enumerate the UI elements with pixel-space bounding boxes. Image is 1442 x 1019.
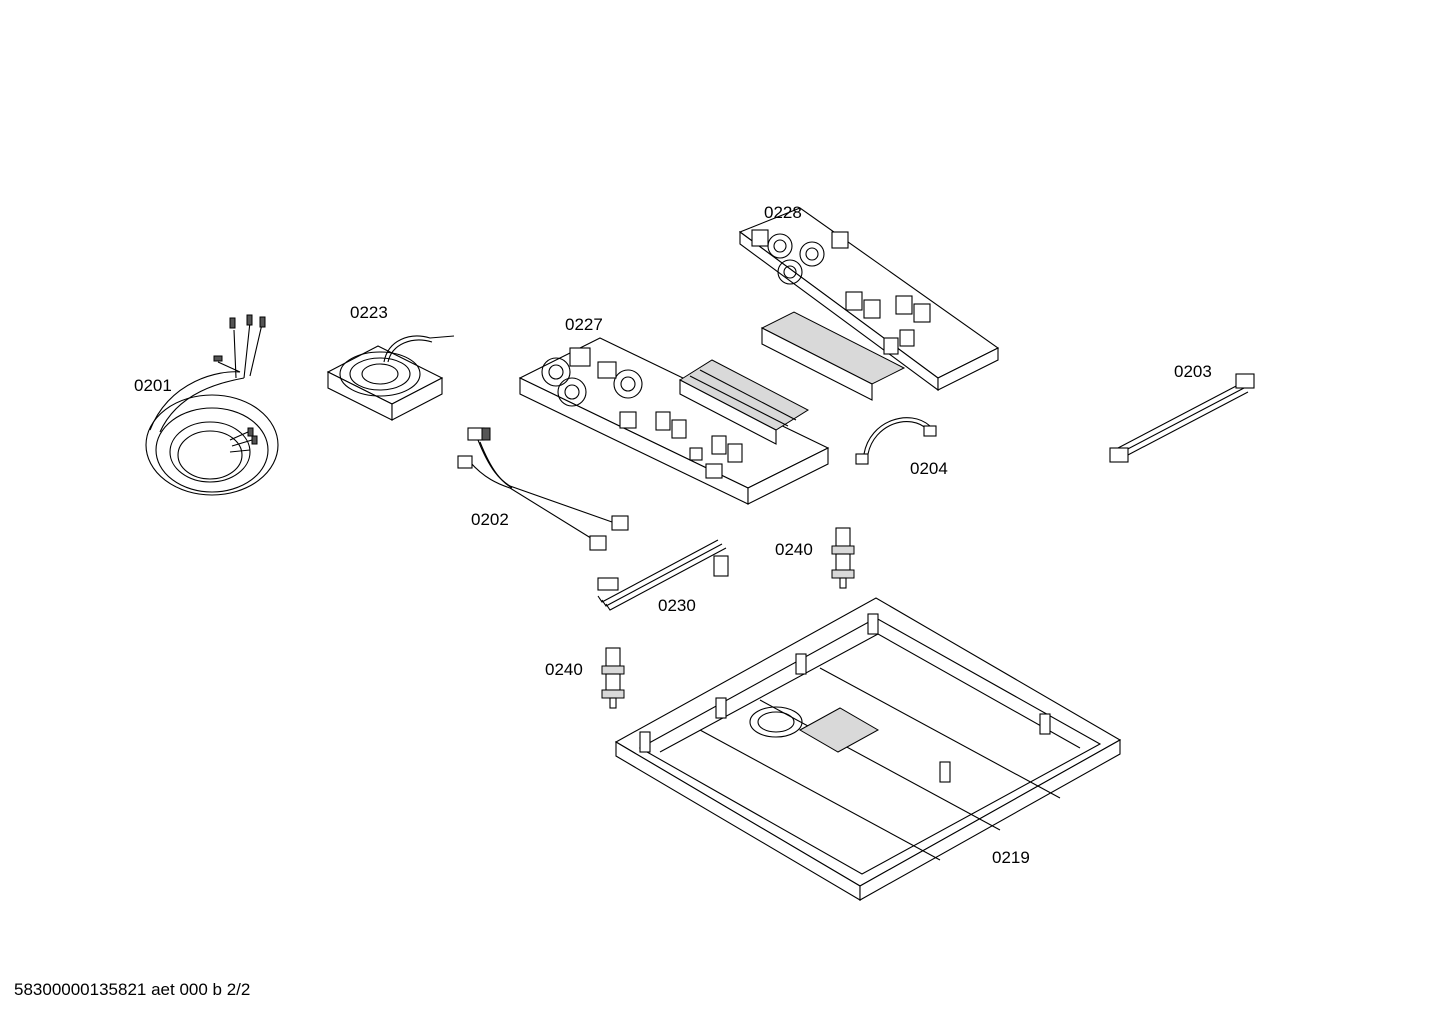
label-0230: 0230 xyxy=(658,596,696,615)
label-0240-upper: 0240 xyxy=(775,540,813,559)
label-0228: 0228 xyxy=(764,203,802,222)
label-0204: 0204 xyxy=(910,459,948,478)
flat-cable-part[interactable] xyxy=(597,539,729,611)
spacer-lower-part[interactable] xyxy=(601,647,625,709)
short-cable-part[interactable] xyxy=(855,417,937,465)
fan-part[interactable] xyxy=(326,335,455,421)
power-cable-part[interactable] xyxy=(145,314,279,496)
document-footer-id: 58300000135821 aet 000 b 2/2 xyxy=(14,980,251,999)
label-0202: 0202 xyxy=(471,510,509,529)
label-0223: 0223 xyxy=(350,303,388,322)
y-cable-harness-part[interactable] xyxy=(457,427,629,551)
label-0201: 0201 xyxy=(134,376,172,395)
label-0219: 0219 xyxy=(992,848,1030,867)
ribbon-cable-part[interactable] xyxy=(1109,373,1255,463)
label-0227: 0227 xyxy=(565,315,603,334)
power-module-left-part[interactable] xyxy=(518,337,830,505)
housing-tray-part[interactable] xyxy=(614,597,1122,901)
label-0240-lower: 0240 xyxy=(545,660,583,679)
housing-posts xyxy=(639,613,1051,783)
power-module-right-part[interactable] xyxy=(738,207,1000,401)
spacer-upper-part[interactable] xyxy=(831,527,855,589)
label-0203: 0203 xyxy=(1174,362,1212,381)
